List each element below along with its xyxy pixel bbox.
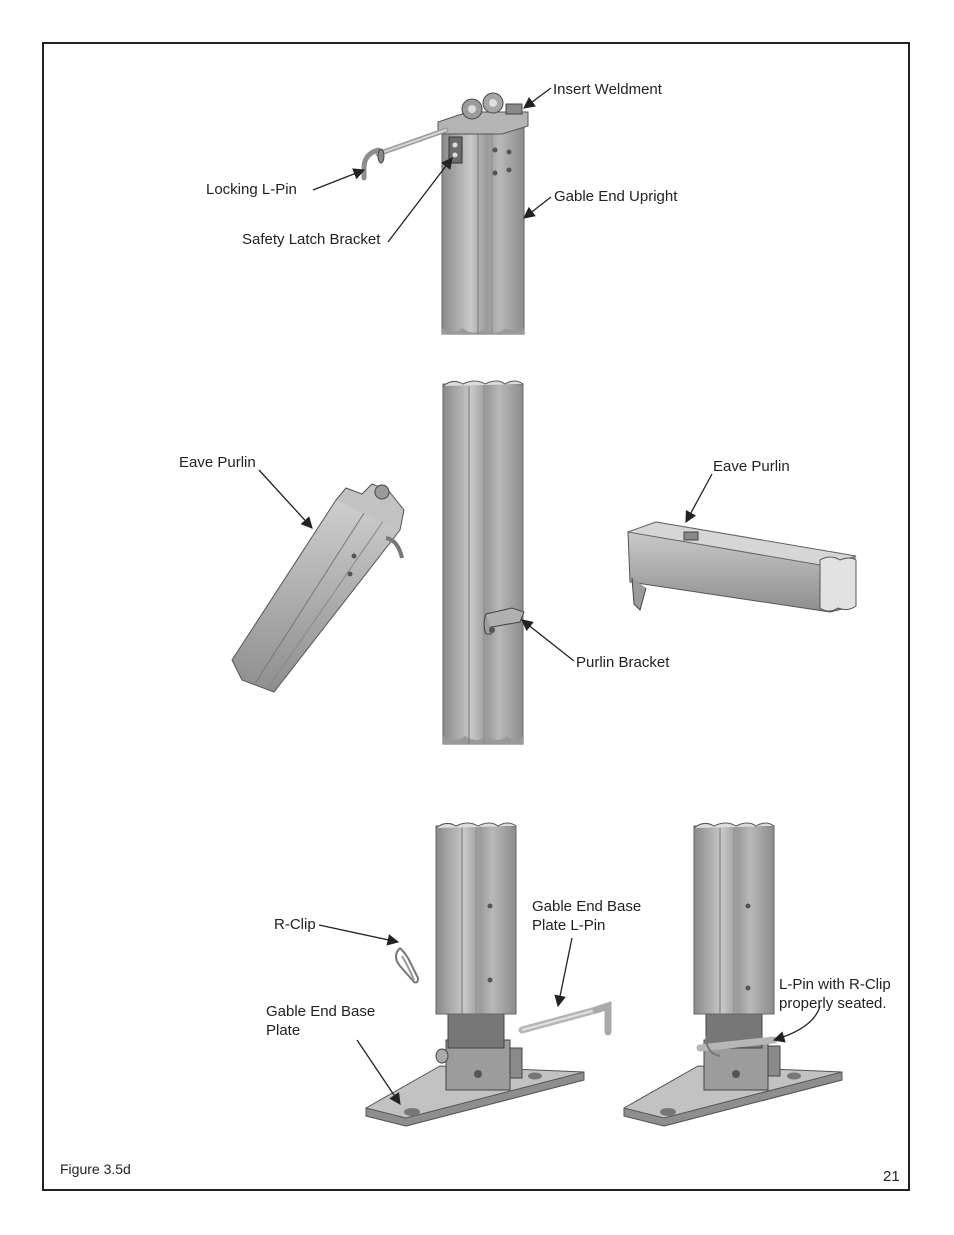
label-gable-end-base-plate-l-pin: Gable End Base Plate L-Pin: [532, 898, 642, 934]
purlin-bracket: [483, 607, 525, 635]
r-clip: [395, 947, 420, 984]
arrow-safety-latch-bracket: [387, 157, 453, 243]
arrow-gable-end-upright: [523, 196, 552, 219]
eave-purlin-right: [626, 521, 857, 613]
arrow-eave-purlin-left: [258, 469, 313, 529]
page-number: 21: [883, 1168, 900, 1185]
gable-end-upright-middle: [442, 380, 524, 745]
base-plate-l-pin: [518, 1001, 612, 1036]
leader-arrows: [258, 87, 821, 1105]
insert-weldment: [437, 92, 529, 135]
label-insert-weldment: Insert Weldment: [553, 81, 662, 98]
label-locking-l-pin: Locking L-Pin: [206, 181, 297, 198]
base-plate-assembly-right: [623, 822, 843, 1127]
arrow-base-plate-l-pin: [554, 937, 573, 1008]
label-gable-end-upright: Gable End Upright: [554, 188, 678, 205]
label-l-pin-with-r-clip: L-Pin with R-Clip properly seated.: [779, 976, 891, 1012]
arrow-eave-purlin-right: [685, 473, 713, 524]
page-border: [42, 42, 910, 1191]
label-eave-purlin-left: Eave Purlin: [179, 454, 256, 471]
arrow-locking-l-pin: [312, 168, 366, 191]
arrow-r-clip: [318, 924, 400, 946]
label-purlin-bracket: Purlin Bracket: [576, 654, 670, 671]
base-plate-assembly-left: [365, 822, 585, 1127]
label-eave-purlin-right: Eave Purlin: [713, 458, 790, 475]
figure-caption: Figure 3.5d: [60, 1161, 131, 1177]
arrow-insert-weldment: [523, 87, 552, 109]
eave-purlin-left: [231, 483, 405, 693]
locking-l-pin: [361, 127, 449, 181]
label-safety-latch-bracket: Safety Latch Bracket: [242, 231, 381, 248]
safety-latch-bracket: [448, 136, 463, 164]
arrow-base-plate: [356, 1039, 401, 1105]
arrow-purlin-bracket: [521, 619, 575, 662]
label-gable-end-base-plate: Gable End Base Plate: [266, 1003, 376, 1039]
label-r-clip: R-Clip: [274, 916, 316, 933]
arrow-l-pin-r-clip: [772, 1005, 821, 1043]
